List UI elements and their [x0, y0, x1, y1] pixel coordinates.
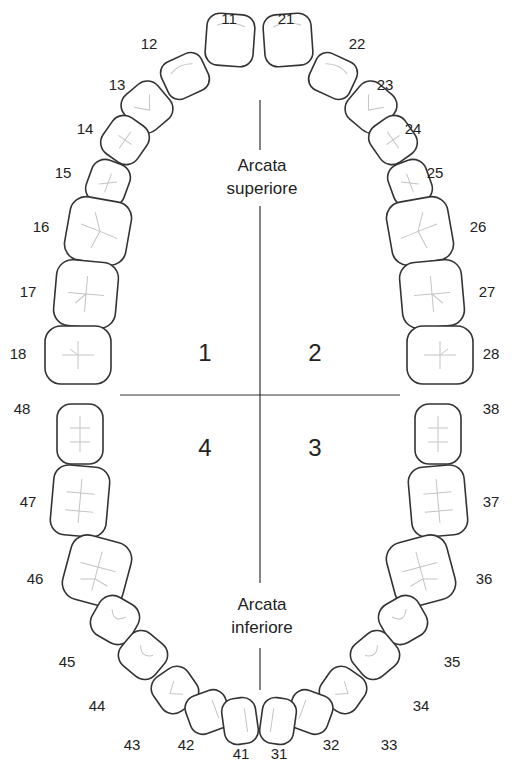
- tooth-number: 22: [349, 36, 366, 53]
- tooth-number: 16: [33, 219, 50, 236]
- quadrant-number: 4: [198, 435, 211, 461]
- tooth-number: 37: [483, 494, 500, 511]
- tooth-number: 31: [271, 746, 288, 763]
- tooth-number: 23: [377, 77, 394, 94]
- tooth-number: 36: [476, 571, 493, 588]
- arch-label: Arcata superiore: [212, 155, 312, 201]
- tooth-number: 11: [221, 11, 237, 28]
- tooth-number: 28: [483, 346, 500, 363]
- tooth-number: 33: [381, 737, 398, 754]
- tooth-number: 13: [109, 77, 126, 94]
- tooth-number: 26: [470, 219, 487, 236]
- tooth-number: 14: [77, 121, 94, 138]
- tooth-number: 15: [55, 165, 72, 182]
- arch-label: Arcata inferiore: [212, 594, 312, 640]
- tooth-number: 12: [141, 36, 158, 53]
- tooth-number: 35: [444, 654, 461, 671]
- tooth-number: 46: [27, 571, 44, 588]
- tooth-number: 45: [59, 654, 76, 671]
- quadrant-number: 1: [198, 340, 211, 366]
- tooth-number: 42: [178, 737, 195, 754]
- tooth-number: 38: [483, 401, 500, 418]
- tooth-number: 44: [89, 698, 106, 715]
- tooth-number: 24: [405, 121, 422, 138]
- tooth-number: 47: [20, 494, 37, 511]
- tooth-number: 41: [233, 746, 250, 763]
- tooth-number: 27: [479, 284, 496, 301]
- tooth-number: 21: [278, 11, 295, 28]
- tooth-number: 34: [413, 698, 430, 715]
- tooth-number: 18: [10, 346, 27, 363]
- quadrant-number: 3: [308, 435, 321, 461]
- tooth-number: 48: [14, 401, 31, 418]
- tooth-number: 25: [427, 165, 444, 182]
- tooth-number: 17: [20, 284, 37, 301]
- quadrant-number: 2: [308, 340, 321, 366]
- tooth-number: 32: [323, 737, 340, 754]
- tooth-number: 43: [124, 737, 141, 754]
